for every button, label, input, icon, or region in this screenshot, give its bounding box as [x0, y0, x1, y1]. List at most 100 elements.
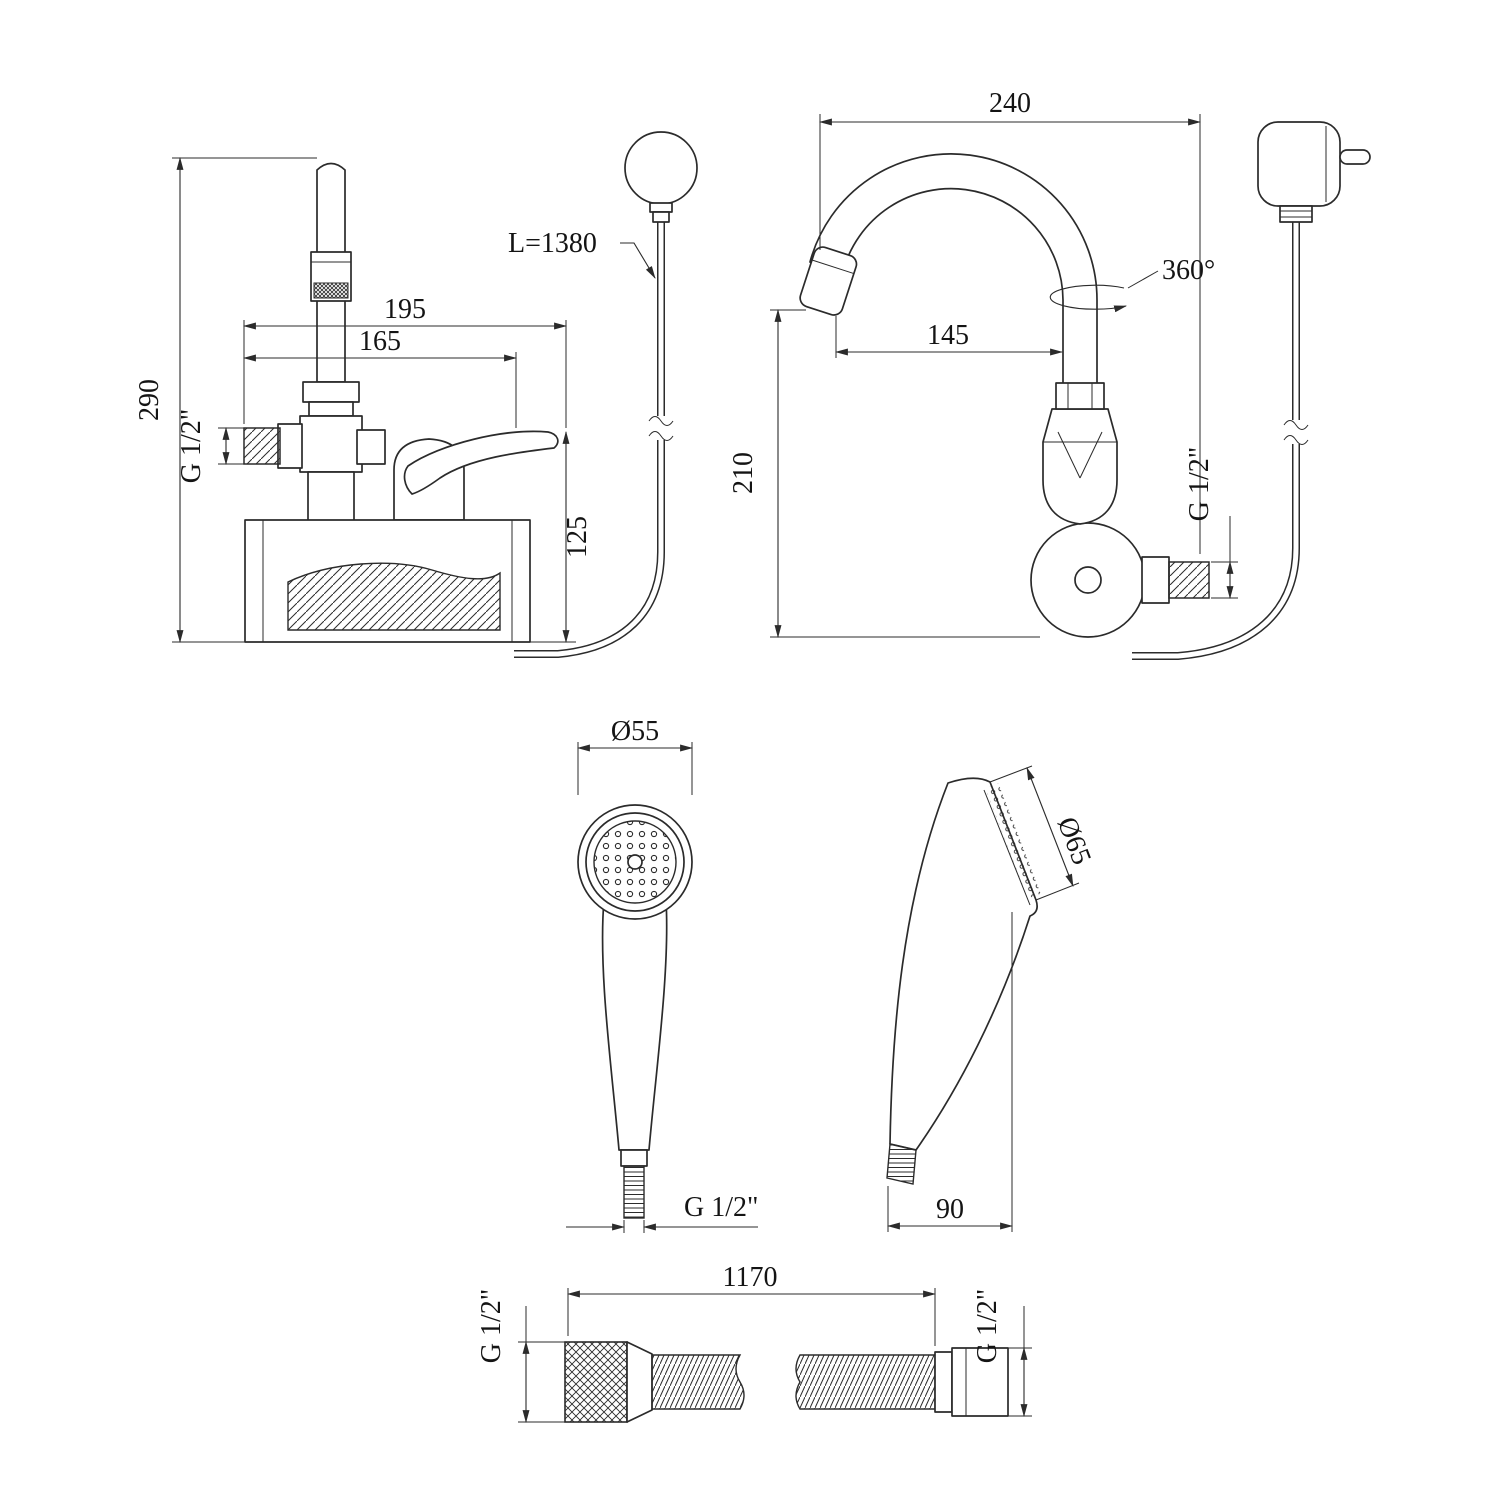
spout-collar	[308, 401, 354, 417]
dim-label-165: 165	[359, 326, 401, 357]
cable-inner	[1132, 222, 1299, 659]
extension-lines	[1211, 516, 1238, 599]
power-cable	[1132, 222, 1309, 660]
extension-lines	[567, 1288, 936, 1346]
plug-body	[1257, 121, 1341, 207]
dim-head-diameter: Ø55	[576, 716, 694, 795]
inlet-collar	[277, 423, 303, 469]
wall-thread	[1168, 561, 1210, 599]
dim-hose-thread-left: G 1/2"	[476, 1289, 565, 1424]
dim-label-290: 290	[134, 379, 165, 421]
extension-lines	[172, 157, 317, 643]
hose-end-fitting	[951, 1347, 1009, 1417]
extension-lines	[218, 427, 244, 465]
inlet-thread	[243, 427, 281, 465]
mixer-detail-lines	[1043, 431, 1117, 479]
shower-head-nut	[652, 211, 670, 223]
cable-gland	[1279, 205, 1313, 223]
power-plug	[1257, 121, 1371, 223]
flange-screw	[1074, 566, 1102, 594]
shower-hose-inner	[514, 222, 664, 657]
hose-segment-left	[651, 1354, 745, 1410]
dim-side-145: 145	[834, 316, 1064, 358]
body-window	[287, 562, 501, 631]
plug-pin	[1339, 149, 1371, 165]
spout-nut-side	[1055, 382, 1105, 410]
extension-lines	[819, 114, 1201, 554]
dim-front-height-290: 290	[134, 156, 317, 644]
dim-label-thread-handshower: G 1/2"	[684, 1192, 758, 1223]
valve-cross	[299, 415, 363, 473]
swivel-indicator: 360°	[1049, 255, 1215, 313]
handle-connector	[356, 429, 386, 465]
dim-side-210: 210	[728, 308, 1040, 639]
dim-label-thread-hose-left: G 1/2"	[476, 1289, 507, 1363]
side-spout	[799, 153, 1098, 386]
view-handshower-side: Ø65 90	[886, 765, 1097, 1232]
hose-break-mark	[648, 416, 674, 441]
outlet-cap	[799, 246, 858, 316]
dim-label-d55: Ø55	[611, 716, 659, 747]
cable-break-mark	[1283, 420, 1309, 445]
dim-hose-thread-right: G 1/2"	[972, 1289, 1032, 1418]
face-plate-line	[983, 789, 1031, 906]
view-handshower-front: Ø55 G 1/2"	[566, 716, 758, 1233]
aerator-mesh	[313, 282, 349, 299]
dim-label-90: 90	[936, 1194, 964, 1225]
hose-knurled-nut	[564, 1341, 628, 1423]
handshower-on-hose	[514, 131, 698, 658]
hose-taper	[626, 1341, 653, 1423]
spout-nut	[302, 381, 360, 403]
dim-label-thread-hose-right: G 1/2"	[972, 1289, 1003, 1363]
side-handle-thread	[886, 1143, 917, 1185]
face-center-cap	[627, 854, 643, 870]
dim-label-195: 195	[384, 294, 426, 325]
faucet-side-body	[1030, 382, 1210, 638]
dim-label-360: 360°	[1162, 255, 1215, 286]
view-faucet-front: 290 195 165 G 1/2" 125 L=1380	[134, 131, 698, 658]
extension-lines	[243, 320, 567, 428]
shower-head-neck	[649, 202, 673, 213]
dim-handshower-thread: G 1/2"	[566, 1192, 758, 1233]
dimension-line	[1026, 766, 1074, 888]
rotation-arrow	[1049, 284, 1128, 313]
dim-side-thread: G 1/2"	[1184, 447, 1238, 600]
extension-lines	[518, 1306, 565, 1423]
dim-hose-length: L=1380	[508, 228, 656, 279]
outlet-line	[811, 259, 855, 275]
dim-label-145: 145	[927, 320, 969, 351]
dim-label-hose-length: L=1380	[508, 228, 597, 259]
extension-lines	[623, 1220, 645, 1233]
gland-ribs	[1280, 210, 1312, 218]
dim-hose-1170: 1170	[566, 1262, 937, 1346]
nut-facet-lines	[1067, 383, 1093, 409]
handle-neck	[620, 1149, 648, 1167]
extension-lines	[770, 309, 1040, 638]
dim-front-125: 125	[530, 430, 593, 644]
shower-head-ball	[624, 131, 698, 205]
extension-lines	[1008, 1306, 1032, 1417]
dim-label-d65: Ø65	[1051, 813, 1097, 869]
dim-label-thread-front: G 1/2"	[176, 409, 207, 483]
dim-front-thread: G 1/2"	[176, 409, 244, 483]
extension-lines	[577, 742, 693, 795]
locknut	[1141, 556, 1170, 604]
gooseneck-spout	[809, 153, 1098, 386]
dim-label-240: 240	[989, 88, 1031, 119]
leader-line	[620, 242, 656, 279]
dim-label-1170: 1170	[723, 1262, 778, 1293]
dim-side-240: 240	[818, 88, 1202, 554]
view-hose: 1170 G 1/2" G 1/2"	[476, 1262, 1032, 1424]
handshower-handle	[601, 899, 668, 1151]
leader-line	[1127, 270, 1159, 289]
dim-front-width-195: 195	[242, 294, 568, 428]
handle-lever	[403, 430, 559, 495]
dim-side-90: 90	[886, 912, 1014, 1232]
spout-outlet	[799, 246, 858, 316]
handle-thread	[623, 1165, 645, 1219]
dim-label-125: 125	[562, 516, 593, 558]
mixer-body	[1042, 408, 1118, 525]
dim-label-210: 210	[728, 452, 759, 494]
view-faucet-side: 360° 240 145 210 G 1/2"	[728, 88, 1371, 660]
